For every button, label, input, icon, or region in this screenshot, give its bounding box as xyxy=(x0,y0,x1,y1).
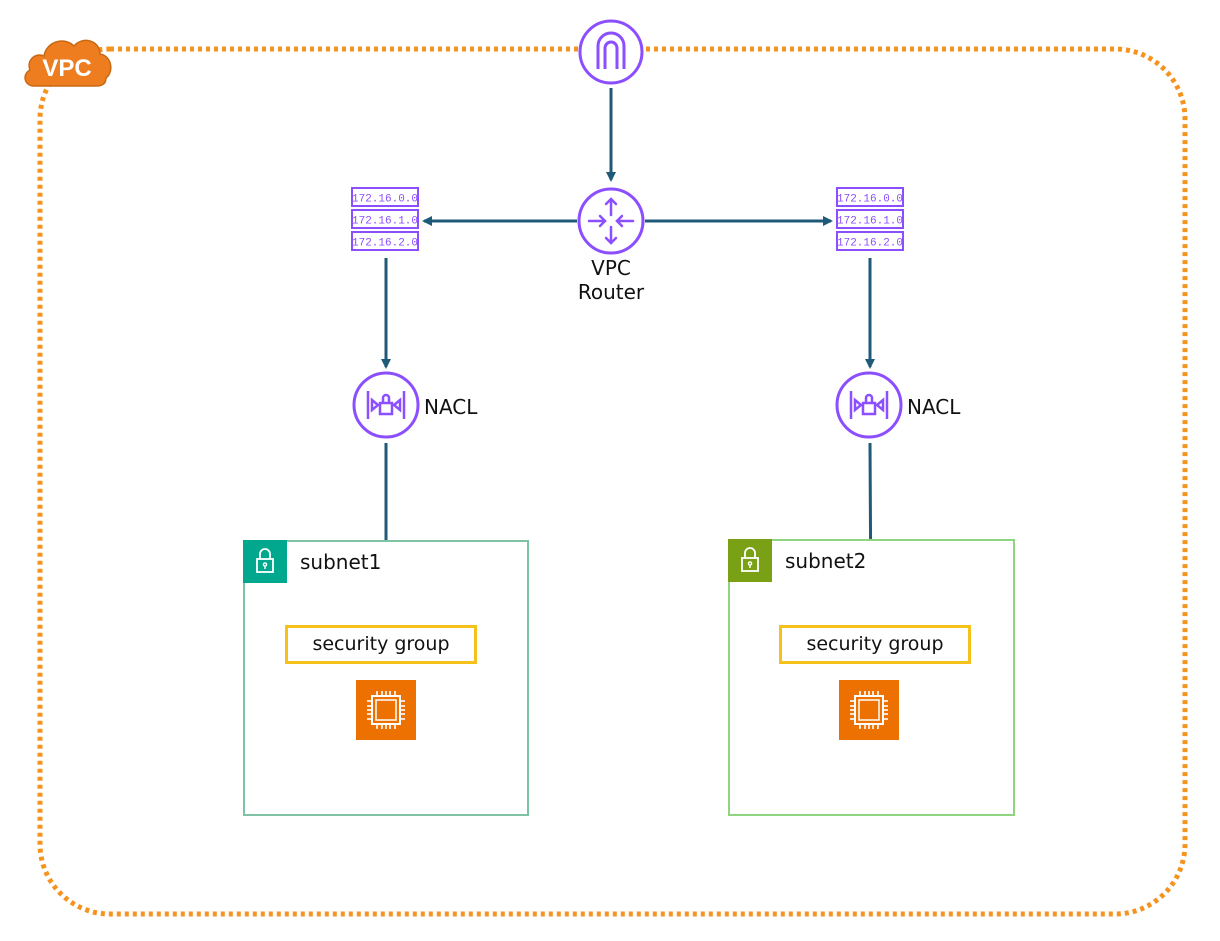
subnet-lock-badge xyxy=(728,539,772,582)
route-table-icon: 172.16.0.0 172.16.1.0 172.16.2.0 xyxy=(351,187,419,251)
router-label-line2: Router xyxy=(577,280,645,304)
subnet-box: subnet2 xyxy=(728,539,1015,816)
route-entry-3: 172.16.2.0 xyxy=(837,238,903,250)
ec2-instance-icon xyxy=(356,680,416,740)
network-acl-icon xyxy=(352,371,420,439)
internet-gateway-icon xyxy=(578,19,644,85)
subnet-name: subnet1 xyxy=(300,550,382,574)
router-label: VPC Router xyxy=(560,256,662,304)
subnet-name: subnet2 xyxy=(785,549,867,573)
nacl-label: NACL xyxy=(907,395,961,419)
nacl-label: NACL xyxy=(424,395,478,419)
route-table-icon: 172.16.0.0 172.16.1.0 172.16.2.0 xyxy=(836,187,904,251)
security-group-box: security group xyxy=(285,625,477,664)
route-entry-1: 172.16.0.0 xyxy=(352,194,418,206)
lock-icon xyxy=(741,547,759,572)
route-entry-2: 172.16.1.0 xyxy=(837,216,903,228)
subnet-lock-badge xyxy=(243,540,287,583)
router-icon xyxy=(577,187,645,255)
vpc-cloud-icon: VPC xyxy=(24,39,112,87)
subnet-box: subnet1 xyxy=(243,540,529,816)
security-group-box: security group xyxy=(779,625,971,664)
ec2-instance-icon xyxy=(839,680,899,740)
route-entry-3: 172.16.2.0 xyxy=(352,238,418,250)
router-label-line1: VPC xyxy=(591,256,631,280)
route-entry-2: 172.16.1.0 xyxy=(352,216,418,228)
route-entry-1: 172.16.0.0 xyxy=(837,194,903,206)
network-acl-icon xyxy=(835,371,903,439)
vpc-boundary xyxy=(37,46,1188,917)
vpc-label: VPC xyxy=(42,55,91,82)
lock-icon xyxy=(256,548,274,573)
